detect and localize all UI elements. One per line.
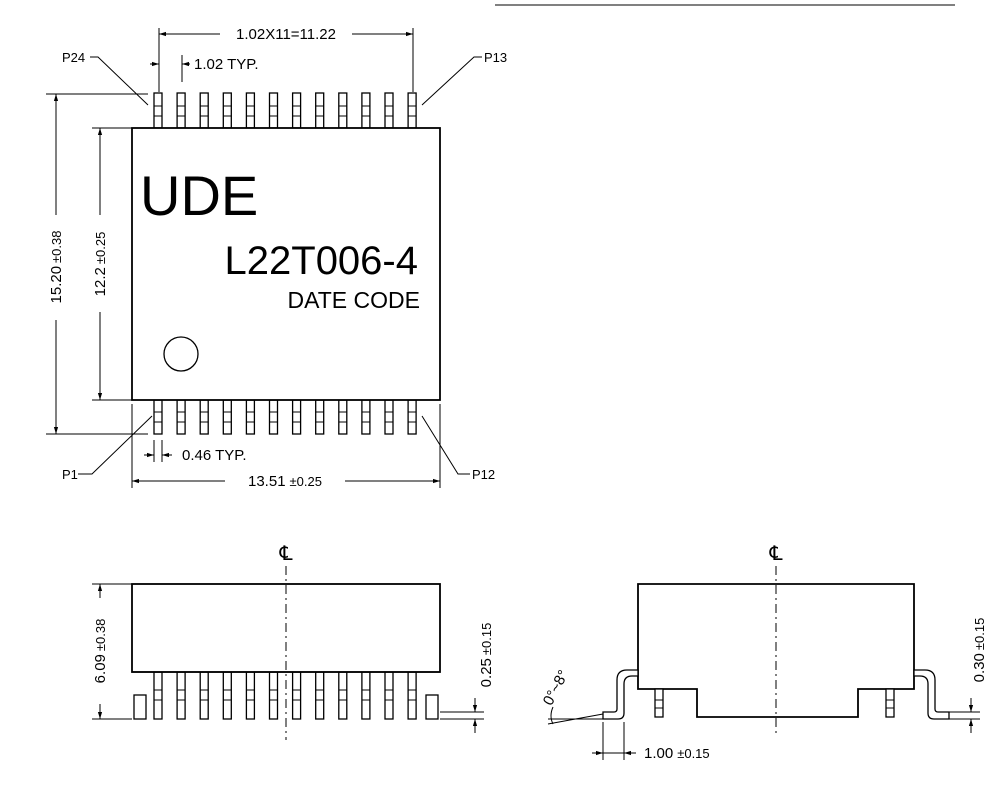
front-corner-lead-left [133, 694, 147, 720]
front-pin-6 [268, 671, 279, 720]
pin-top-17 [315, 92, 325, 129]
front-pin-2 [176, 671, 186, 720]
top-view: UDE L22T006-4 DATE CODE 1.02X11=11.22 1.… [46, 26, 507, 490]
pin-bottom-2 [176, 399, 186, 435]
front-pin-8 [315, 671, 325, 720]
front-pin-4 [222, 671, 232, 720]
pitch-total-dim-text: 1.02X11=11.22 [236, 26, 336, 43]
pin-bottom-10 [361, 399, 371, 435]
left-gullwing-lead [602, 669, 639, 720]
pin-top-23 [176, 92, 186, 129]
front-pin-5 [245, 671, 256, 720]
front-corner-lead-right [425, 694, 439, 720]
pin-bottom-3 [199, 399, 209, 435]
pin1-indicator-circle [163, 336, 199, 372]
side-view: ℄ 0°~8° 0.30±0.15 1.00±0.15 [540, 543, 988, 762]
date-code-text: DATE CODE [288, 287, 420, 313]
pin-top-21 [222, 92, 232, 129]
front-pin-10 [361, 671, 371, 720]
pin-bottom-7 [291, 399, 302, 435]
front-view-pins [133, 671, 439, 720]
pin-top-13 [407, 92, 417, 129]
pin-top-16 [338, 92, 348, 129]
pin-top-24 [153, 92, 163, 129]
pin-label-p24: P24 [62, 50, 85, 65]
pin-top-15 [361, 92, 371, 129]
pin-top-18 [291, 92, 302, 129]
pin-top-22 [199, 92, 209, 129]
part-number-text: L22T006-4 [225, 239, 418, 283]
brand-text: UDE [140, 164, 258, 227]
standoff-dim-text: 0.25±0.15 [478, 623, 495, 688]
overall-width-dim-text: 13.51±0.25 [248, 473, 322, 490]
front-pin-12 [407, 671, 417, 720]
front-height-dim-text: 6.09±0.38 [92, 619, 109, 684]
pin-bottom-9 [338, 399, 348, 435]
pin-bottom-5 [245, 399, 256, 435]
foot-length-dim-text: 1.00±0.15 [644, 745, 710, 762]
pin-top-20 [245, 92, 256, 129]
lead-thickness-dim-text: 0.30±0.15 [971, 618, 988, 683]
side-centerline-symbol: ℄ [767, 543, 785, 565]
front-pin-7 [291, 671, 302, 720]
pitch-typ-dim-text: 1.02 TYP. [194, 56, 259, 73]
front-pin-11 [384, 671, 394, 720]
pin-label-p13: P13 [484, 50, 507, 65]
pin-bottom-6 [268, 399, 279, 435]
bottom-pin-row [153, 399, 417, 435]
lead-width-dim-text: 0.46 TYP. [182, 447, 247, 464]
body-height-dim-text: 12.2±0.25 [92, 232, 109, 297]
pin-bottom-11 [384, 399, 394, 435]
front-view: ℄ 6.09±0.38 0.25±0.15 [92, 543, 495, 740]
pin-top-14 [384, 92, 394, 129]
pin-top-19 [268, 92, 279, 129]
front-pin-3 [199, 671, 209, 720]
top-pin-row [153, 92, 417, 129]
pin-label-p12: P12 [472, 467, 495, 482]
right-gullwing-lead [913, 669, 950, 720]
overall-height-dim-text: 15.20±0.38 [48, 231, 65, 304]
front-centerline-symbol: ℄ [277, 543, 295, 565]
pin-bottom-4 [222, 399, 232, 435]
pin-bottom-12 [407, 399, 417, 435]
front-pin-1 [153, 671, 163, 720]
pin-bottom-1 [153, 399, 163, 435]
lead-angle-dim-text: 0°~8° [540, 667, 573, 708]
front-pin-9 [338, 671, 348, 720]
package-body [131, 127, 441, 401]
pin-label-p1: P1 [62, 467, 78, 482]
pin-bottom-8 [315, 399, 325, 435]
